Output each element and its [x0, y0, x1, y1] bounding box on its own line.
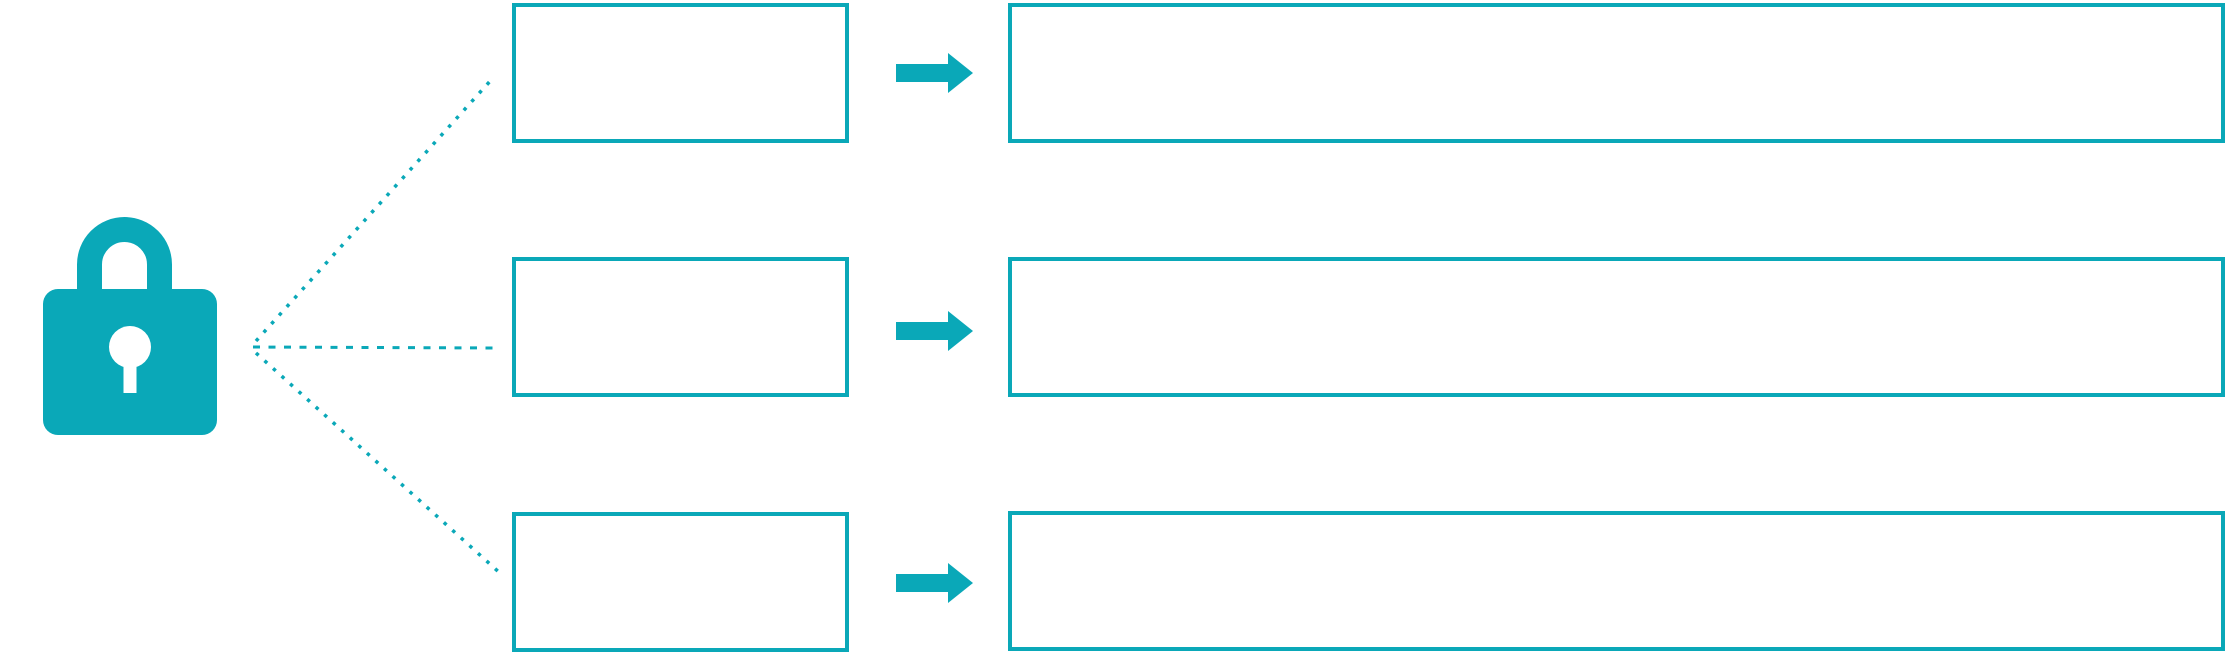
source-box-row-1[interactable]	[512, 3, 849, 143]
dotted-connector-line-bottom	[254, 351, 503, 576]
lock-keyhole-stem	[123, 347, 137, 393]
arrow-right-icon-row3	[896, 563, 973, 603]
arrow-icons	[896, 53, 973, 603]
lock-shackle	[77, 217, 172, 296]
target-box-row-2[interactable]	[1008, 257, 2225, 397]
lock-icon	[43, 217, 217, 435]
arrow-right-icon-row1	[896, 53, 973, 93]
dotted-connector-line-middle	[252, 345, 502, 350]
connector-lines	[252, 77, 503, 576]
dotted-connector-line-top	[254, 77, 494, 343]
arrow-right-icon-row2	[896, 311, 973, 351]
target-box-row-1[interactable]	[1008, 3, 2225, 143]
source-box-row-3[interactable]	[512, 512, 849, 652]
source-box-row-2[interactable]	[512, 257, 849, 397]
target-box-row-3[interactable]	[1008, 511, 2225, 651]
